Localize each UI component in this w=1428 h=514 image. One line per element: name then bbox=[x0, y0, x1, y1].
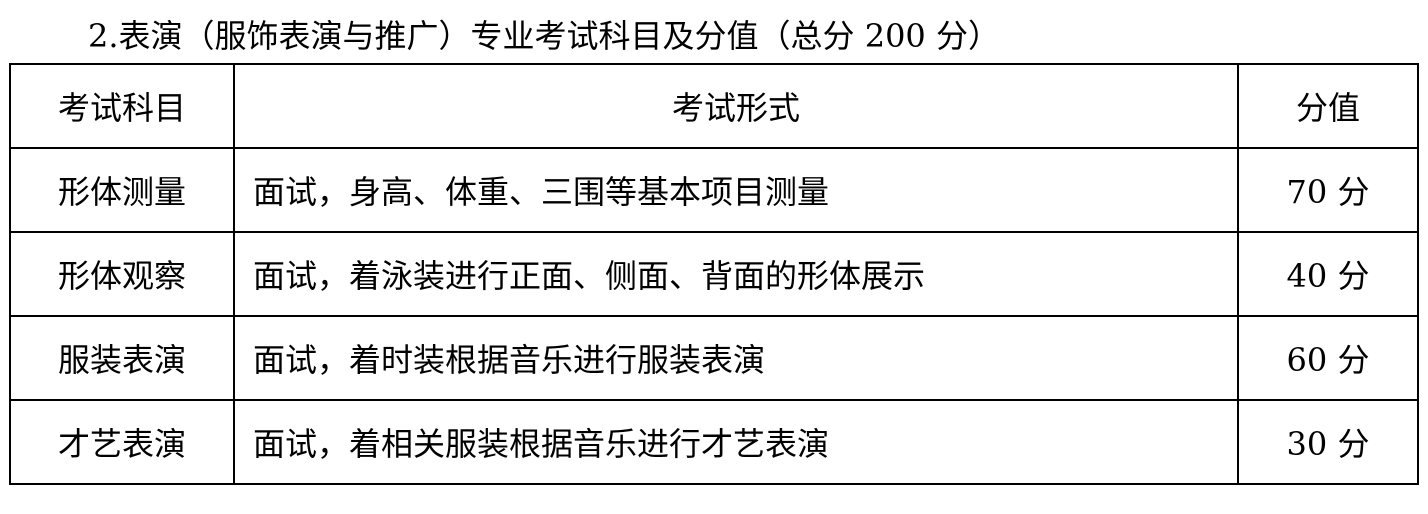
table-row: 服装表演 面试，着时装根据音乐进行服装表演 60 分 bbox=[9, 315, 1419, 401]
format-cell: 面试，着时装根据音乐进行服装表演 bbox=[233, 315, 1239, 401]
subject-cell: 形体观察 bbox=[9, 231, 235, 317]
subject-cell: 才艺表演 bbox=[9, 399, 235, 485]
header-subject: 考试科目 bbox=[9, 63, 235, 149]
format-cell: 面试，着泳装进行正面、侧面、背面的形体展示 bbox=[233, 231, 1239, 317]
section-title: 2.表演（服饰表演与推广）专业考试科目及分值（总分 200 分） bbox=[88, 17, 1000, 55]
score-cell: 60 分 bbox=[1237, 315, 1419, 401]
format-cell: 面试，身高、体重、三围等基本项目测量 bbox=[233, 147, 1239, 233]
table-row: 形体测量 面试，身高、体重、三围等基本项目测量 70 分 bbox=[9, 147, 1419, 233]
table-row: 形体观察 面试，着泳装进行正面、侧面、背面的形体展示 40 分 bbox=[9, 231, 1419, 317]
table-header-row: 考试科目 考试形式 分值 bbox=[9, 63, 1419, 149]
table-row: 才艺表演 面试，着相关服装根据音乐进行才艺表演 30 分 bbox=[9, 399, 1419, 485]
header-format: 考试形式 bbox=[233, 63, 1239, 149]
header-score: 分值 bbox=[1237, 63, 1419, 149]
score-cell: 70 分 bbox=[1237, 147, 1419, 233]
score-cell: 40 分 bbox=[1237, 231, 1419, 317]
score-cell: 30 分 bbox=[1237, 399, 1419, 485]
format-cell: 面试，着相关服装根据音乐进行才艺表演 bbox=[233, 399, 1239, 485]
exam-subjects-table: 考试科目 考试形式 分值 形体测量 面试，身高、体重、三围等基本项目测量 70 … bbox=[9, 63, 1419, 485]
subject-cell: 形体测量 bbox=[9, 147, 235, 233]
subject-cell: 服装表演 bbox=[9, 315, 235, 401]
